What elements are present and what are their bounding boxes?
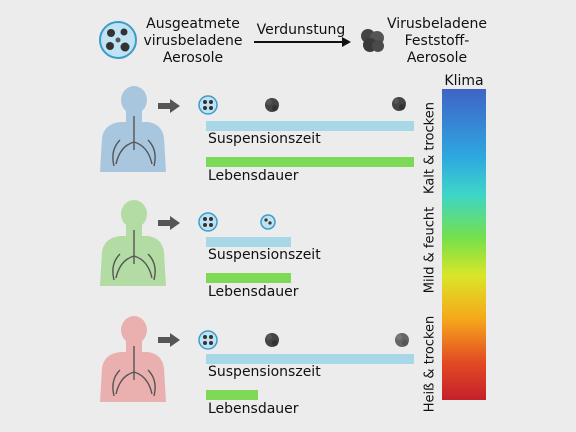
exhale-arrow-mild [158,216,180,230]
suspension-bar [206,237,291,247]
droplet-icon [260,214,276,230]
lifetime-label: Lebensdauer [208,401,299,417]
climate-gradient-bar [442,89,486,400]
suspension-label: Suspensionszeit [208,364,321,380]
lifetime-bar [206,273,291,283]
climate-level-hot: Heiß & trocken [422,315,438,413]
person-cold-icon [100,86,166,172]
climate-level-cold: Kalt & trocken [422,102,438,194]
solid-particle-icon [392,97,406,111]
lifetime-bar [206,157,414,167]
lifetime-bar [206,390,258,400]
droplet-icon [198,212,218,232]
suspension-label: Suspensionszeit [208,131,321,147]
solid-aerosol-icon [361,29,384,52]
solid-aerosol-label: Virusbeladene Feststoff- Aerosole [386,16,488,66]
droplet-icon [198,95,218,115]
climate-title: Klima [444,73,484,89]
solid-particle-icon [265,333,279,347]
lifetime-label: Lebensdauer [208,284,299,300]
solid-particle-icon [395,333,409,347]
lifetime-label: Lebensdauer [208,168,299,184]
person-hot-icon [100,316,166,402]
evaporation-arrow [254,37,351,47]
exhale-arrow-cold [158,99,180,113]
aerosol-droplet-icon [99,21,137,59]
solid-particle-icon [265,98,279,112]
exhaled-aerosol-label: Ausgeatmete virusbeladene Aerosole [143,16,243,66]
exhale-arrow-hot [158,333,180,347]
droplet-icon [198,330,218,350]
suspension-bar [206,121,414,131]
climate-level-mild: Mild & feucht [422,206,438,294]
evaporation-label: Verdunstung [256,22,346,38]
person-mild-icon [100,200,166,286]
suspension-bar [206,354,414,364]
suspension-label: Suspensionszeit [208,247,321,263]
